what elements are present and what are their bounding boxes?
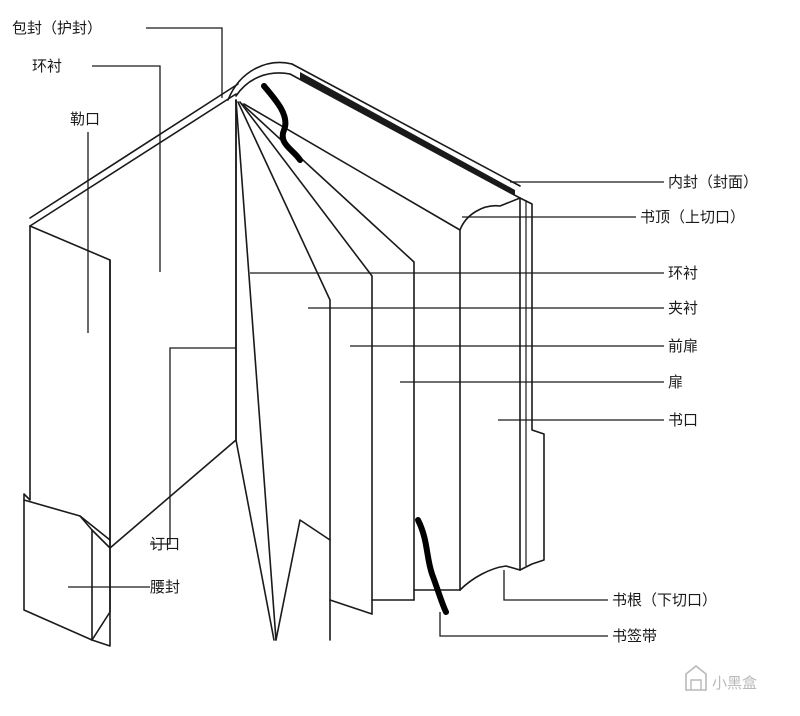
jacket-left-top-edge bbox=[29, 83, 239, 219]
jacket-right-top-edge bbox=[291, 63, 521, 187]
watermark: 小黑盒 bbox=[685, 664, 757, 692]
label-flap: 勒口 bbox=[70, 110, 100, 128]
cover-bottom-corner bbox=[91, 547, 111, 641]
page-1-right bbox=[237, 101, 331, 641]
label-belly-band: 腰封 bbox=[150, 578, 180, 596]
leader-jacket bbox=[146, 27, 223, 98]
belly-band-top bbox=[79, 515, 111, 541]
label-inner-cover: 内封（封面） bbox=[668, 173, 758, 191]
leader-gutter bbox=[150, 347, 236, 545]
spine-curve-inner bbox=[235, 72, 291, 97]
belly-band-side bbox=[91, 529, 111, 647]
page-gutter-1 bbox=[235, 99, 275, 641]
inner-cover-board-edge bbox=[300, 72, 515, 196]
label-bottom-edge: 书根（下切口） bbox=[612, 591, 717, 609]
page-2-bottom bbox=[329, 599, 373, 615]
right-cover-board bbox=[519, 197, 545, 571]
belly-band-shape bbox=[23, 499, 93, 641]
flap-inner-edge bbox=[29, 225, 111, 549]
jacket-left-cover-outline bbox=[23, 225, 93, 641]
xiaoheihe-logo-icon bbox=[685, 664, 707, 691]
label-title-page: 扉 bbox=[668, 373, 683, 391]
label-gutter: 订口 bbox=[150, 535, 180, 553]
bookmark-ribbon-bottom bbox=[415, 517, 449, 615]
page-4 bbox=[243, 103, 461, 591]
label-interleaf: 夹衬 bbox=[668, 299, 698, 317]
label-front-title: 前扉 bbox=[668, 337, 698, 355]
text-block-bottom-curl bbox=[459, 565, 521, 591]
label-endpaper-right: 环衬 bbox=[668, 264, 698, 282]
label-fore-edge: 书口 bbox=[668, 411, 698, 429]
spine-curve-outer bbox=[227, 61, 293, 101]
page-2 bbox=[239, 101, 373, 615]
page-1-bottom bbox=[275, 519, 331, 641]
label-ribbon: 书签带 bbox=[612, 627, 657, 645]
label-jacket: 包封（护封） bbox=[12, 19, 102, 37]
endpaper-left-sheet bbox=[109, 99, 237, 549]
leader-ribbon bbox=[439, 612, 608, 637]
watermark-text: 小黑盒 bbox=[712, 674, 757, 692]
leader-lines bbox=[68, 27, 664, 637]
label-endpaper-left: 环衬 bbox=[32, 57, 62, 75]
label-top-edge: 书顶（上切口） bbox=[640, 208, 745, 226]
bookmark-ribbon-top bbox=[261, 83, 303, 163]
leader-bottom-edge bbox=[503, 570, 608, 601]
jacket-left-top-edge-inner bbox=[29, 93, 237, 227]
page-1-left bbox=[235, 99, 277, 641]
book-drawing bbox=[23, 61, 545, 647]
text-block-top-curl bbox=[459, 197, 521, 571]
leader-endpaper-left bbox=[92, 65, 161, 272]
labels: 包封（护封） 环衬 勒口 订口 腰封 内封（封面） 书顶（上切口） 环衬 夹衬 … bbox=[12, 19, 758, 645]
